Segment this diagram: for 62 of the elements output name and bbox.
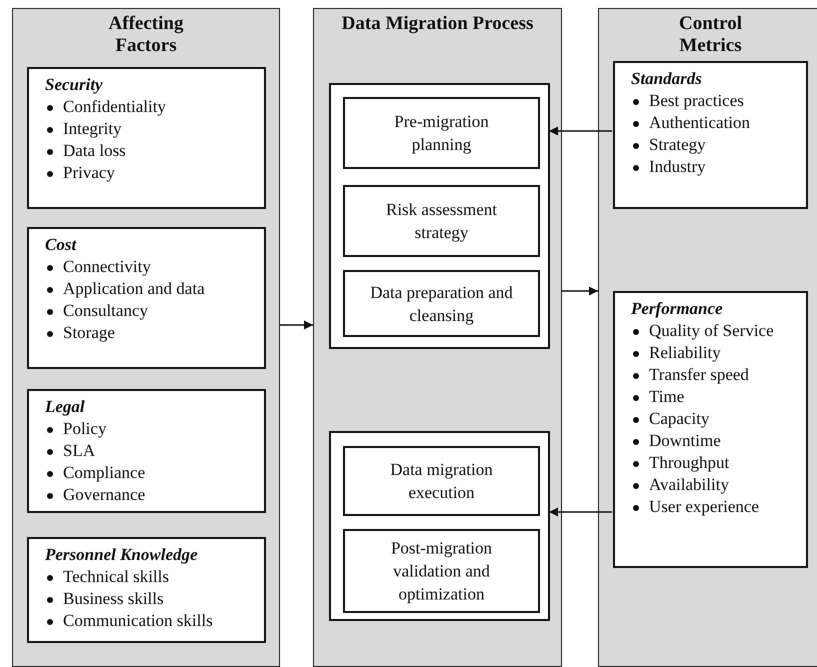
category-box: [613, 291, 808, 568]
column-panel: [12, 8, 280, 667]
list-item: Reliability: [631, 342, 806, 364]
process-box: [343, 185, 540, 257]
arrow: [549, 508, 612, 516]
process-box: [343, 529, 540, 613]
list-item: Availability: [631, 474, 806, 496]
list-item: Storage: [45, 322, 264, 344]
list-item: Technical skills: [45, 566, 264, 588]
category-heading: Standards: [631, 68, 703, 90]
category-heading: Cost: [45, 234, 78, 256]
column-heading: Control Metrics: [678, 13, 743, 57]
list-item: Governance: [45, 484, 264, 506]
category-heading: Legal: [45, 396, 86, 418]
list-item: SLA: [45, 440, 264, 462]
group-box: [329, 83, 550, 349]
list-item: Data loss: [45, 140, 264, 162]
step-label: Risk assessment strategy: [385, 199, 498, 244]
column-panel: [313, 8, 562, 667]
process-box: [343, 97, 540, 169]
step-label: Pre-migration planning: [393, 111, 490, 156]
list-item: Throughput: [631, 452, 806, 474]
list-item: Downtime: [631, 430, 806, 452]
column-panel: [598, 8, 817, 667]
category-heading: Performance: [631, 298, 724, 320]
list-item: User experience: [631, 496, 806, 518]
category-box: [27, 389, 266, 513]
list-item: Industry: [631, 156, 806, 178]
column-heading: Data Migration Process: [340, 13, 534, 35]
column-heading: Affecting Factors: [108, 13, 184, 57]
list-item: Transfer speed: [631, 364, 806, 386]
list-item: Policy: [45, 418, 264, 440]
list-item: Confidentiality: [45, 96, 264, 118]
category-box: [27, 67, 266, 209]
list-item: Application and data: [45, 278, 264, 300]
list-item: Compliance: [45, 462, 264, 484]
category-box: [27, 537, 266, 643]
arrow: [280, 320, 313, 330]
step-label: Data preparation and cleansing: [369, 282, 514, 326]
arrow: [549, 126, 612, 136]
list-item: Privacy: [45, 162, 264, 184]
list-item: Communication skills: [45, 610, 264, 632]
list-item: Authentication: [631, 112, 806, 134]
step-label: Data migration execution: [389, 459, 494, 504]
list-item: Connectivity: [45, 256, 264, 278]
step-label: Post-migration validation and optimization: [390, 538, 494, 606]
category-heading: Personnel Knowledge: [45, 544, 199, 566]
list-item: Business skills: [45, 588, 264, 610]
list-item: Time: [631, 386, 806, 408]
list-item: Integrity: [45, 118, 264, 140]
process-box: [343, 270, 540, 337]
list-item: Capacity: [631, 408, 806, 430]
group-box: [329, 431, 550, 621]
category-box: [27, 227, 266, 369]
category-box: [613, 61, 808, 209]
arrow: [562, 286, 598, 296]
list-item: Consultancy: [45, 300, 264, 322]
list-item: Best practices: [631, 90, 806, 112]
category-heading: Security: [45, 74, 104, 96]
process-box: [343, 446, 540, 516]
list-item: Quality of Service: [631, 320, 806, 342]
list-item: Strategy: [631, 134, 806, 156]
